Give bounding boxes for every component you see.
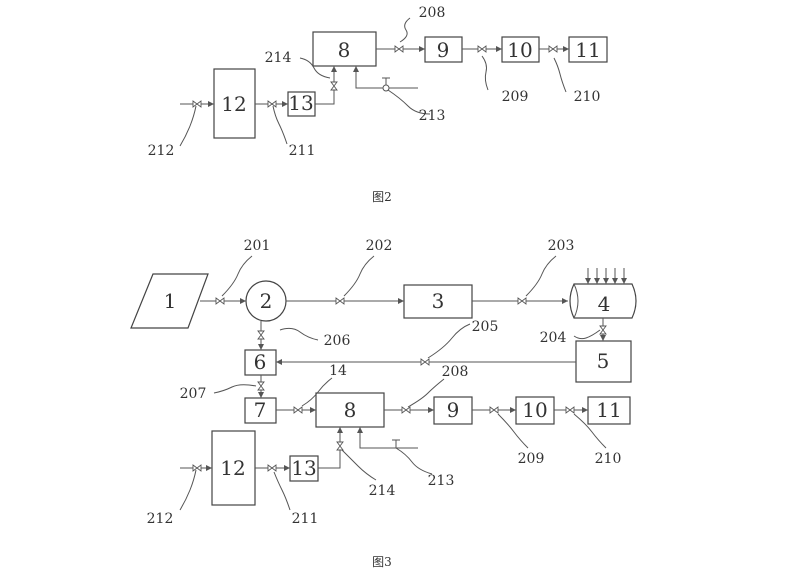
fig3-box-6	[244, 349, 277, 376]
fig3-valve-214-icon	[336, 441, 344, 451]
fig3-box-6-label: 6	[254, 350, 267, 374]
fig3-box-5-label: 5	[597, 349, 610, 373]
figure-3: 1 2 3 4 5 6 7 8 9 10 11 12	[130, 238, 637, 569]
fig3-valve-212-icon	[192, 464, 202, 472]
fig2-box-10	[501, 36, 540, 63]
fig3-box-4	[569, 283, 637, 319]
fig3-label-209: 209	[518, 451, 545, 467]
fig3-valve-14-icon	[293, 406, 303, 414]
fig3-box-8-label: 8	[344, 398, 357, 422]
fig3-valve-207-icon	[257, 381, 265, 391]
fig3-box-10-label: 10	[522, 398, 547, 422]
fig3-valve-211-icon	[267, 464, 277, 472]
fig2-valve-208-icon	[394, 45, 404, 53]
fig3-box-2-label: 2	[260, 289, 273, 313]
figure-2: 8 9 10 11 12 13	[148, 5, 608, 204]
fig3-valve-201-icon	[215, 297, 225, 305]
fig3-box-12-label: 12	[220, 456, 245, 480]
fig3-label-203: 203	[548, 238, 575, 254]
fig3-label-208: 208	[442, 364, 469, 380]
fig3-valve-204-icon	[599, 325, 607, 335]
fig3-label-212: 212	[147, 511, 174, 527]
fig3-box-4-label: 4	[598, 292, 611, 316]
fig2-valve-214-icon	[330, 81, 338, 91]
fig3-valve-208-icon	[401, 406, 411, 414]
fig2-label-209: 209	[502, 89, 529, 105]
fig3-valve-206-icon	[257, 330, 265, 340]
fig3-box-7-label: 7	[254, 398, 267, 422]
fig3-label-211: 211	[292, 511, 319, 527]
fig3-label-204: 204	[540, 330, 567, 346]
fig3-box-3-label: 3	[432, 289, 445, 313]
fig2-box-9-label: 9	[437, 38, 450, 62]
fig2-box-12	[213, 68, 256, 139]
fig3-valve-205-icon	[420, 358, 430, 366]
fig2-valve-210-icon	[548, 45, 558, 53]
fig2-valve-209-icon	[477, 45, 487, 53]
fig3-box-11-label: 11	[596, 398, 621, 422]
fig3-box-10	[515, 396, 555, 425]
fig3-label-214: 214	[369, 483, 396, 499]
fig3-box-9-label: 9	[447, 398, 460, 422]
fig3-label-207: 207	[180, 386, 207, 402]
figure-2-caption: 图2	[372, 190, 392, 204]
fig3-valve-202-icon	[335, 297, 345, 305]
fig2-box-10-label: 10	[507, 38, 532, 62]
fig2-box-8-label: 8	[338, 38, 351, 62]
fig3-valve-209-icon	[489, 406, 499, 414]
fig3-label-206: 206	[324, 333, 351, 349]
fig3-box-11	[587, 396, 631, 425]
fig3-valve-203-icon	[517, 297, 527, 305]
fig3-box-13-label: 13	[291, 456, 316, 480]
fig2-box-8	[312, 31, 377, 67]
fig3-label-202: 202	[366, 238, 393, 254]
fig2-valve-211-icon	[267, 100, 277, 108]
fig2-box-11-label: 11	[575, 38, 600, 62]
fig3-box-1	[130, 273, 209, 329]
fig3-box-4-inlet-arrows	[585, 268, 627, 284]
fig2-valve-212-icon	[192, 100, 202, 108]
fig2-box-9	[424, 36, 463, 63]
fig2-label-214: 214	[265, 50, 292, 66]
fig2-box-13-label: 13	[288, 91, 313, 115]
fig3-valve-210-icon	[565, 406, 575, 414]
fig2-label-210: 210	[574, 89, 601, 105]
fig2-box-11	[568, 36, 608, 63]
fig3-label-213: 213	[428, 473, 455, 489]
fig2-label-213: 213	[419, 108, 446, 124]
fig3-box-1-label: 1	[164, 289, 177, 313]
fig3-label-210: 210	[595, 451, 622, 467]
fig3-box-7	[244, 397, 277, 424]
fig3-label-14: 14	[329, 363, 347, 379]
fig2-label-212: 212	[148, 143, 175, 159]
fig2-label-208: 208	[419, 5, 446, 21]
figure-3-caption: 图3	[372, 555, 392, 569]
fig3-label-205: 205	[472, 319, 499, 335]
fig2-box-12-label: 12	[221, 92, 246, 116]
fig3-label-201: 201	[244, 238, 271, 254]
fig2-label-211: 211	[289, 143, 316, 159]
